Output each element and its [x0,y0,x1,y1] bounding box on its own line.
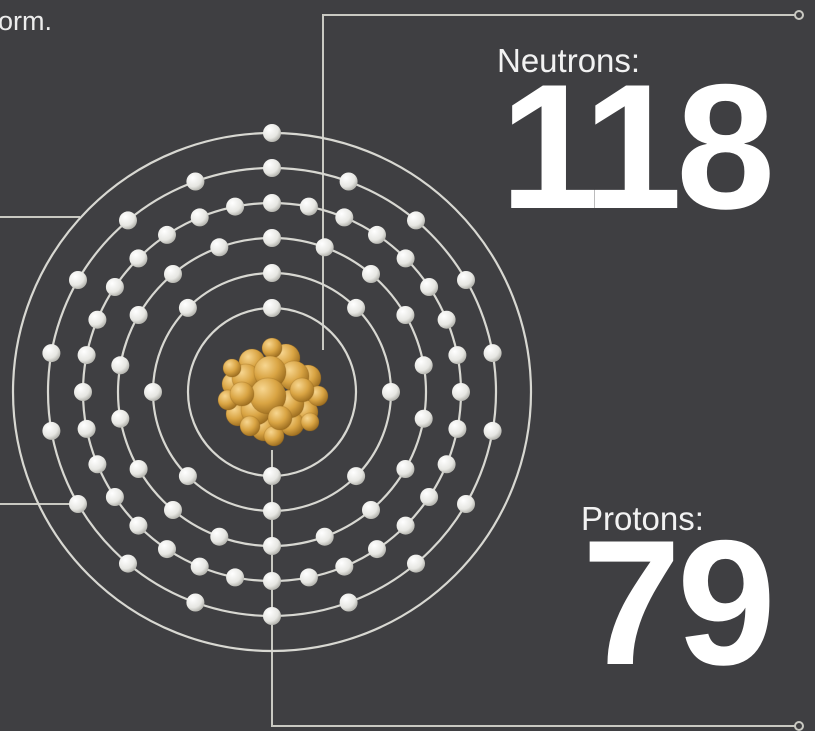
electron [186,593,205,612]
electron [77,419,96,438]
electron [437,310,456,329]
electron [178,298,197,317]
electron [437,455,456,474]
electron [158,540,176,559]
electron [263,229,281,247]
neutrons-value: 118 [500,47,775,246]
electron [335,208,354,227]
electron [111,356,130,375]
protons-leader-endpoint [794,721,804,731]
electron [299,568,318,587]
electron [77,346,96,365]
electron [448,346,467,365]
electron [483,421,502,440]
electron [42,421,61,440]
electron [119,554,137,573]
electron [368,540,386,559]
electron [420,278,439,296]
electron [69,495,87,513]
electron [42,344,61,363]
electron [347,467,366,486]
electrons [42,124,502,625]
electron [210,527,229,546]
electron [129,249,148,268]
electron [74,383,92,401]
electron [164,265,182,283]
electron [190,557,209,576]
electron [111,409,130,428]
electron [362,501,380,519]
electron [420,488,439,506]
electron [164,501,182,519]
electron [335,557,354,576]
electron [263,264,281,282]
electron [339,593,358,612]
electron [129,306,148,324]
nucleus-particle [222,358,242,378]
electron [226,197,245,216]
electron [483,344,502,363]
electron [144,383,162,401]
electron [88,455,107,474]
electron [263,299,281,317]
electron [396,516,415,535]
nucleus-particle [239,415,261,437]
electron [226,568,245,587]
electron [263,159,281,177]
electron [396,460,415,478]
electron [186,172,205,191]
electron [105,278,124,296]
electron [457,495,475,513]
nucleus-particle [229,381,255,407]
nucleus-particle [289,377,315,403]
protons-value: 79 [582,503,776,702]
electron [263,124,281,142]
electron [263,502,281,520]
intro-text: orm. [0,6,52,36]
electron [69,271,87,289]
electron [129,460,148,478]
electron [347,298,366,317]
electron [407,211,425,230]
electron [105,488,124,506]
electron [315,238,334,257]
electron [396,249,415,268]
electron [88,310,107,329]
electron [368,225,386,244]
electron [382,383,400,401]
neutrons-leader-line [322,14,797,350]
electron [263,537,281,555]
electron [129,516,148,535]
electron [315,527,334,546]
electron [263,572,281,590]
protons-label: Protons: [581,500,704,537]
electron [414,356,433,375]
electron [414,409,433,428]
electron [396,306,415,324]
nucleus-particle [300,412,320,432]
nucleus-particle [267,405,293,431]
electron [263,607,281,625]
electron [448,419,467,438]
electron [362,265,380,283]
nucleus [217,337,329,447]
electron [452,383,470,401]
electron [339,172,358,191]
electron [263,467,281,485]
electron [119,211,137,230]
nucleus-particle [261,337,283,359]
electron [299,197,318,216]
electron [263,194,281,212]
electron [190,208,209,227]
electron [457,271,475,289]
neutrons-label: Neutrons: [497,42,641,79]
electron [178,467,197,486]
electron [210,238,229,257]
electron [158,225,176,244]
electron [407,554,425,573]
neutrons-leader-endpoint [794,10,804,20]
